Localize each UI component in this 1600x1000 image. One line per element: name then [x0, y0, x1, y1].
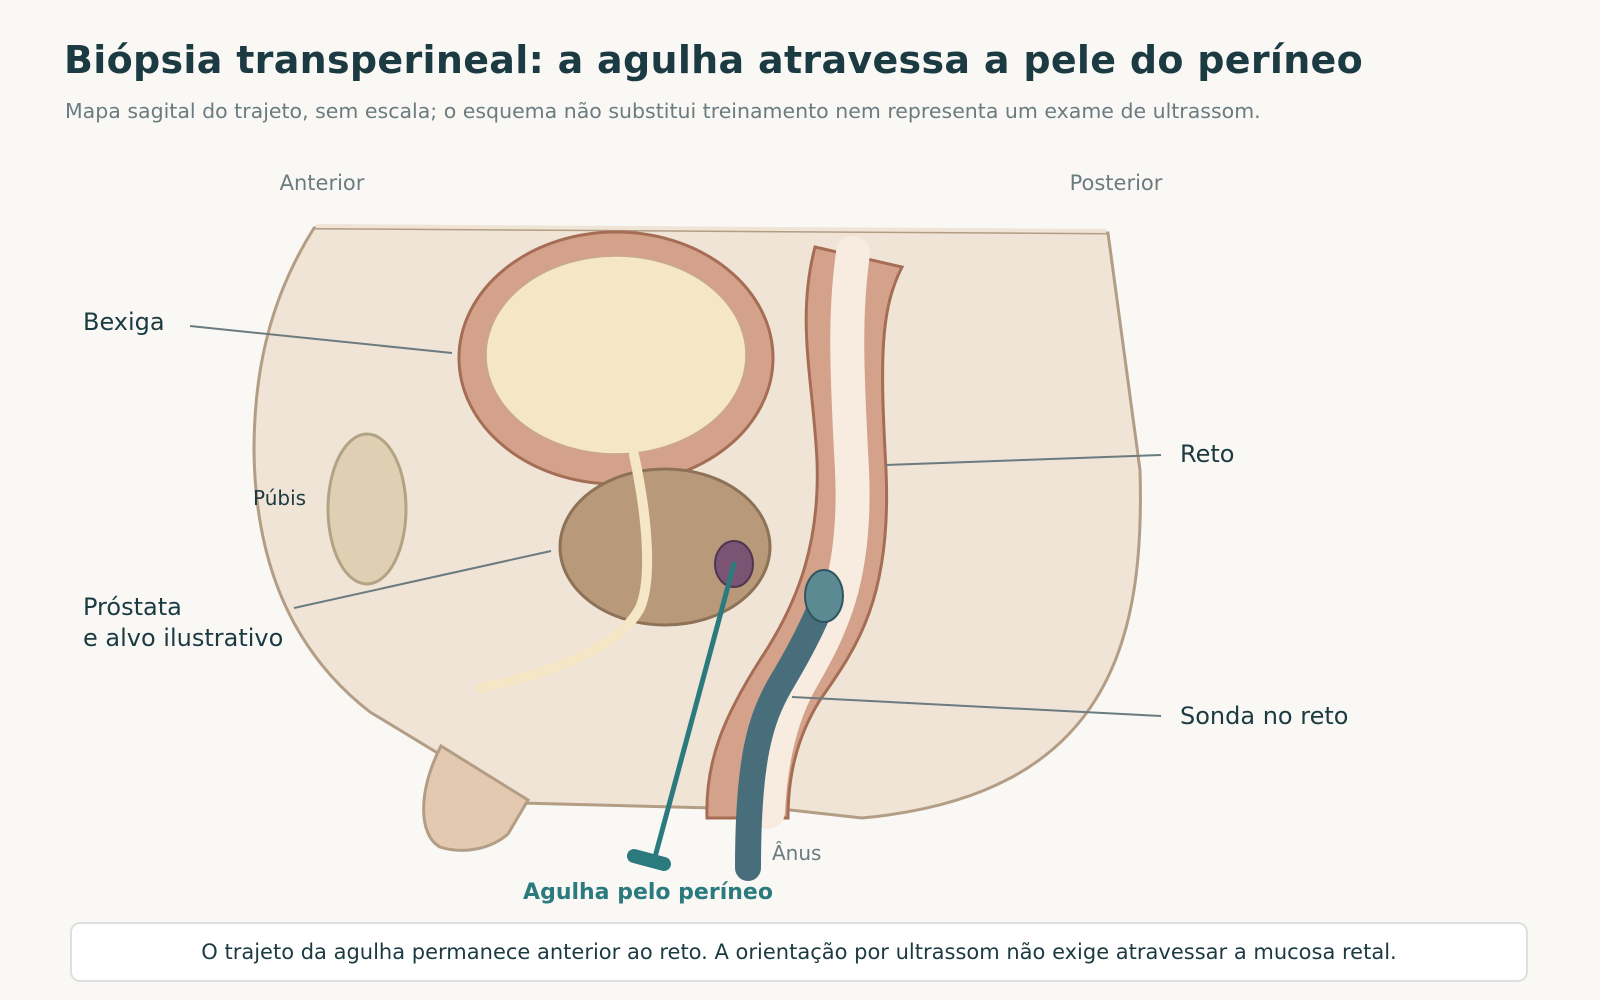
posterior-label: Posterior — [1070, 171, 1163, 195]
anterior-label: Anterior — [280, 171, 365, 195]
prostate-label-line2: e alvo ilustrativo — [83, 624, 283, 652]
page-subtitle: Mapa sagital do trajeto, sem escala; o e… — [65, 99, 1261, 123]
ultrasound-probe — [735, 577, 840, 881]
rectum-label: Reto — [1180, 440, 1234, 468]
urethra — [475, 450, 653, 693]
rectum-lumen — [751, 236, 870, 829]
pubis-label: Púbis — [253, 486, 306, 510]
page-title: Biópsia transperineal: a agulha atravess… — [64, 38, 1364, 82]
needle-label: Agulha pelo períneo — [523, 880, 773, 905]
pubis-bone — [326, 432, 408, 586]
biopsy-needle — [652, 561, 737, 860]
probe-tip — [804, 569, 844, 623]
prostate-gland — [558, 467, 772, 627]
prostate-label-line1: Próstata — [83, 593, 182, 621]
scrotum-shape — [422, 743, 531, 852]
rectum-leader — [885, 454, 1162, 466]
probe-label: Sonda no reto — [1180, 702, 1348, 730]
footer-note: O trajeto da agulha permanece anterior a… — [70, 922, 1528, 982]
probe-leader — [791, 696, 1162, 717]
bladder-lumen — [485, 255, 747, 455]
bladder-leader — [189, 325, 453, 354]
needle-handle — [627, 849, 671, 871]
prostate-leader — [293, 550, 552, 609]
anus-label: Ânus — [772, 841, 821, 865]
bladder-label: Bexiga — [83, 308, 165, 336]
